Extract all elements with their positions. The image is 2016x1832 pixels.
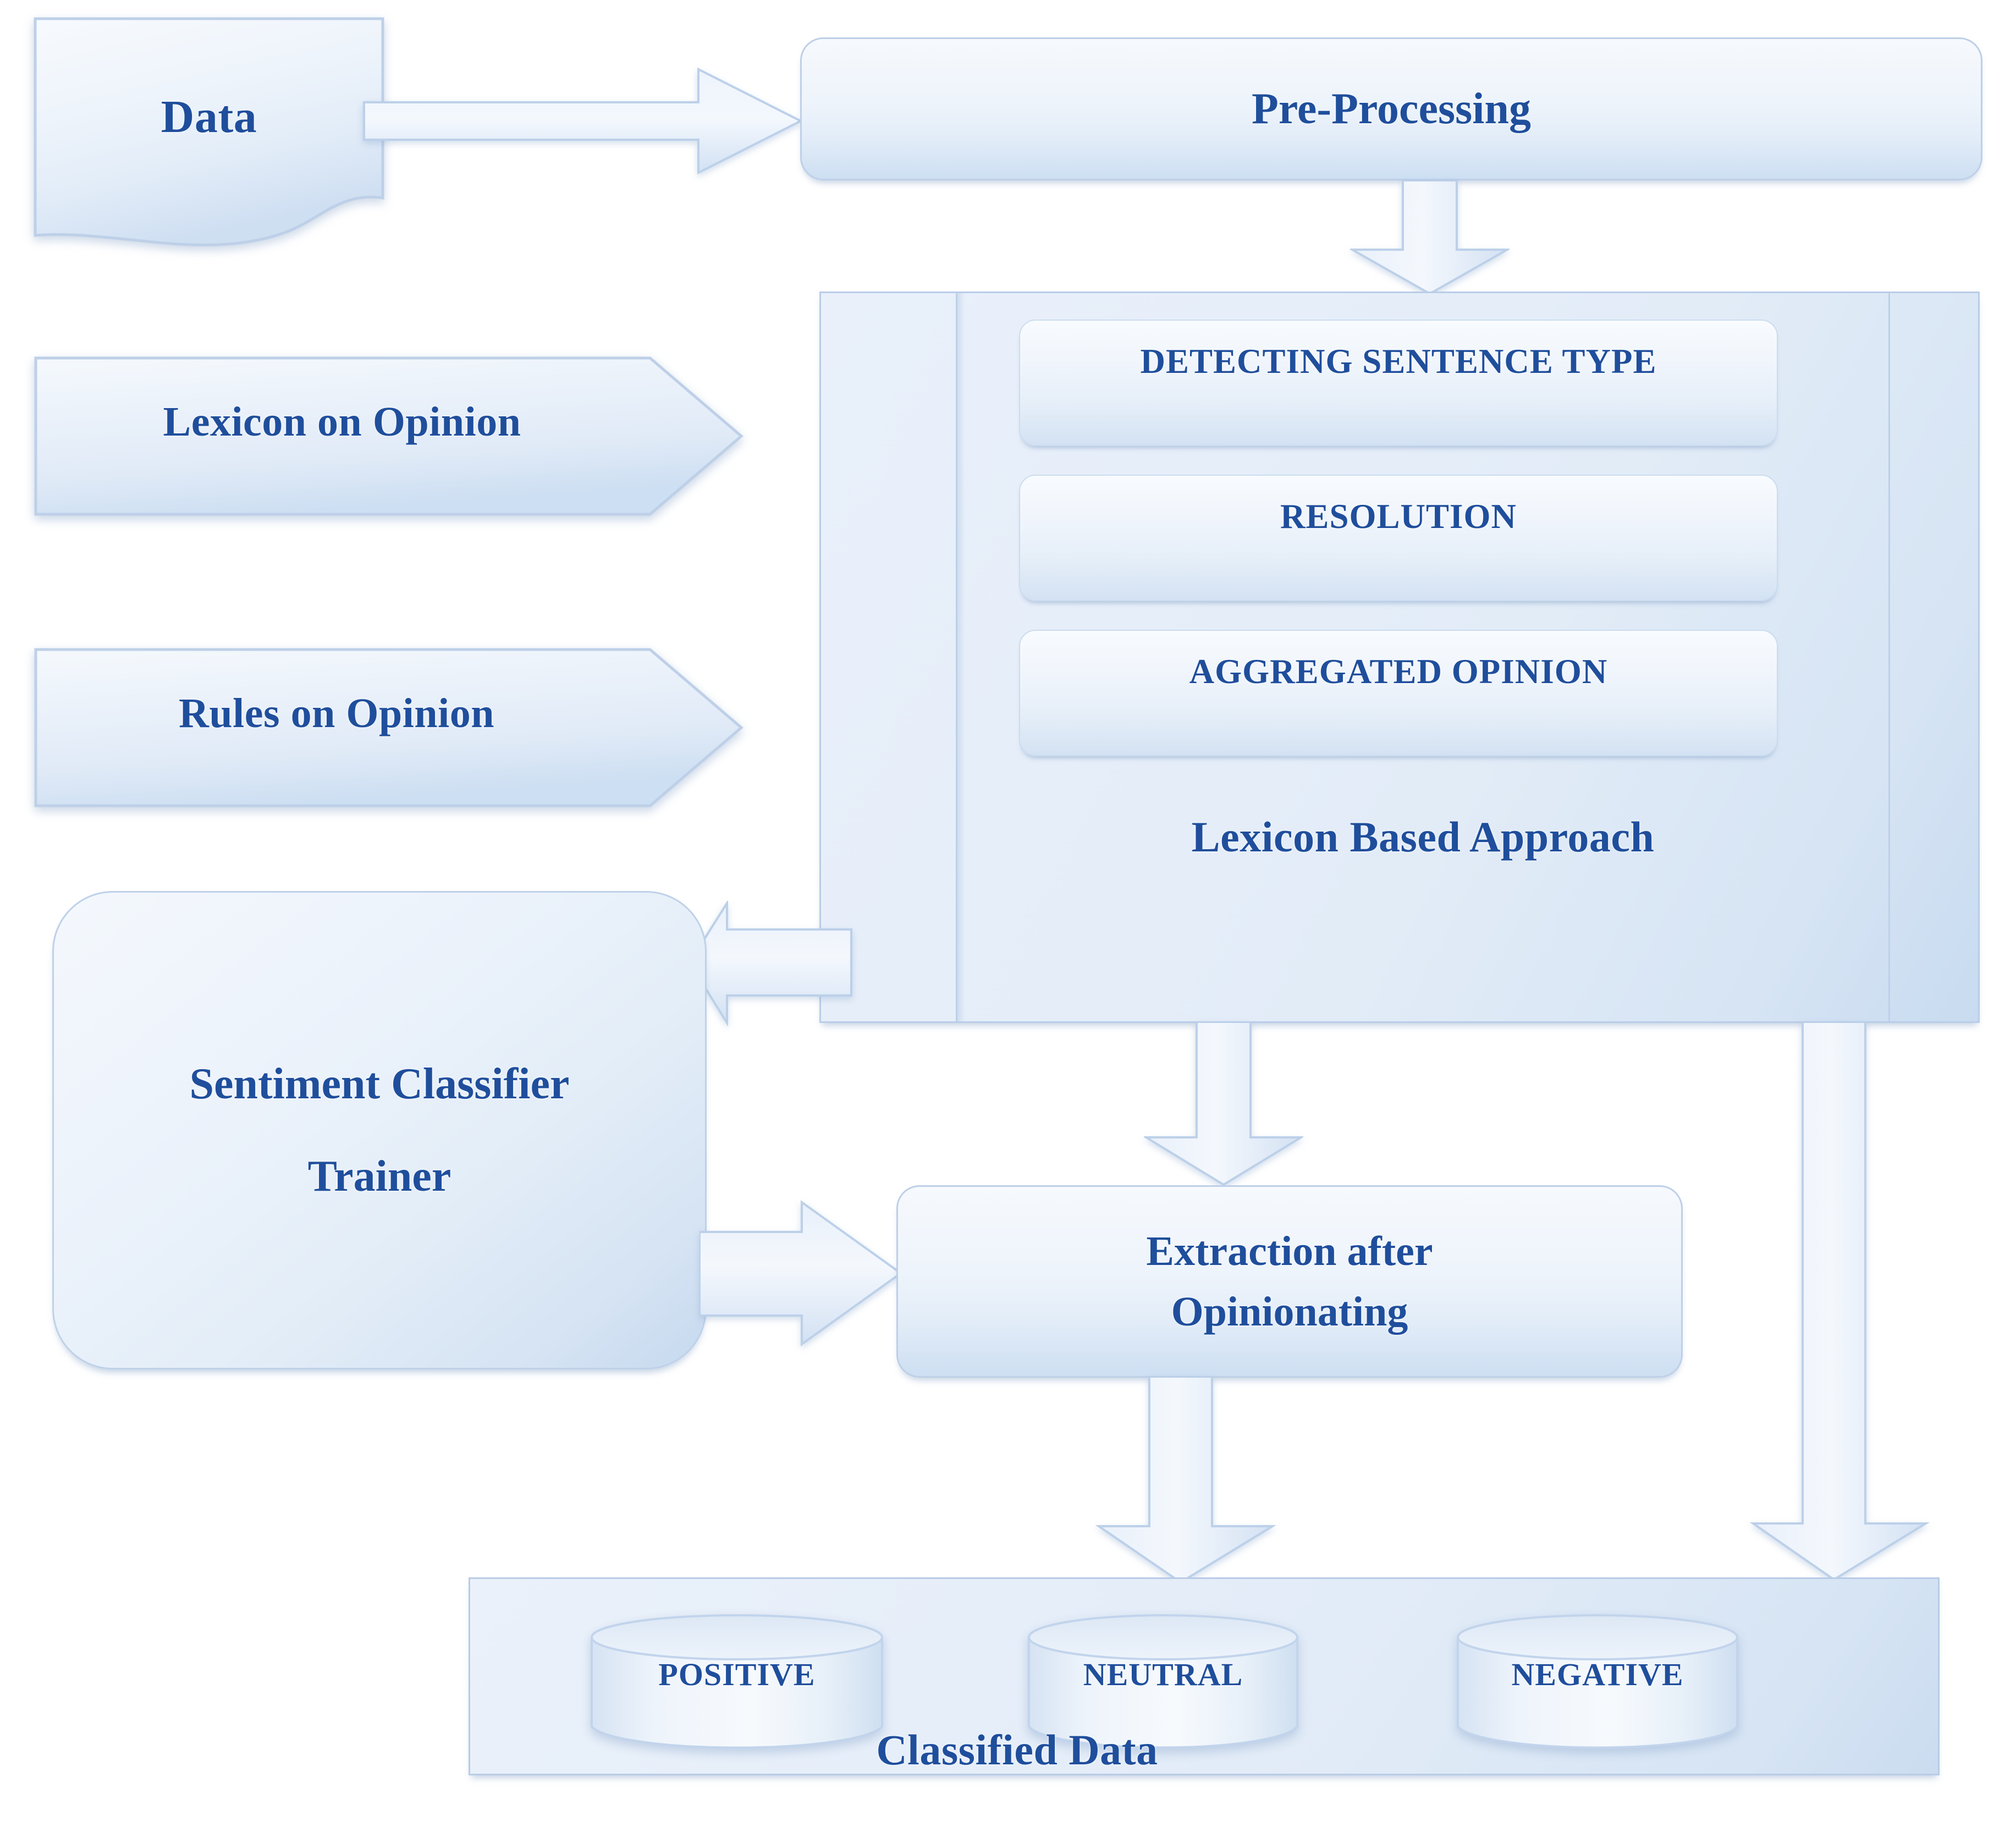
store-negative-label: NEGATIVE	[1511, 1657, 1684, 1692]
store-neutral[interactable]: NEUTRAL	[1026, 1613, 1301, 1751]
connector-data-to-preprocessing	[363, 66, 803, 176]
node-detecting-sentence-type[interactable]: DETECTING SENTENCE TYPE	[1019, 320, 1778, 446]
store-negative[interactable]: NEGATIVE	[1455, 1613, 1740, 1751]
document-shape-icon	[34, 17, 384, 246]
node-classified-data[interactable]: POSITIVE NEUTRAL NEGATIVE Classified Dat…	[469, 1577, 1940, 1775]
node-aggregated-opinion[interactable]: AGGREGATED OPINION	[1019, 630, 1778, 756]
node-lexicon-on-opinion[interactable]: Lexicon on Opinion	[34, 356, 743, 516]
node-rules-on-opinion[interactable]: Rules on Opinion	[34, 648, 743, 807]
node-data-label: Data	[161, 91, 257, 142]
connector-lexicon-to-classified-data	[1749, 1021, 1930, 1583]
node-extraction-after-opinionating-label: Extraction after Opinionating	[1146, 1228, 1433, 1335]
node-resolution[interactable]: RESOLUTION	[1019, 475, 1778, 601]
container-edge-shadow	[957, 293, 965, 1021]
pentagon-arrow-shape-icon	[34, 356, 743, 516]
node-sentiment-classifier-trainer-label: Sentiment Classifier Trainer	[189, 1060, 570, 1201]
node-pre-processing[interactable]: Pre-Processing	[800, 37, 1982, 180]
connector-preprocessing-to-lexicon	[1348, 179, 1512, 296]
node-pre-processing-label: Pre-Processing	[1251, 85, 1531, 133]
connector-lexicon-to-extraction	[1142, 1021, 1306, 1187]
node-resolution-label: RESOLUTION	[1280, 497, 1517, 536]
cylinder-icon	[591, 1614, 883, 1749]
pentagon-arrow-shape-icon	[34, 648, 743, 807]
store-positive[interactable]: POSITIVE	[588, 1613, 885, 1751]
node-extraction-after-opinionating[interactable]: Extraction after Opinionating	[896, 1185, 1683, 1378]
node-lexicon-based-approach[interactable]: DETECTING SENTENCE TYPE RESOLUTION AGGRE…	[819, 291, 1980, 1023]
cylinder-icon	[1457, 1614, 1738, 1749]
connector-lexicon-to-sentiment-classifier	[687, 899, 852, 1027]
container-divider	[956, 293, 957, 1021]
node-sentiment-classifier-trainer[interactable]: Sentiment Classifier Trainer	[52, 891, 707, 1369]
store-neutral-label: NEUTRAL	[1083, 1657, 1243, 1692]
connector-extraction-to-classified-data	[1094, 1376, 1277, 1586]
connector-sentiment-classifier-to-extraction	[698, 1199, 903, 1347]
node-lexicon-based-approach-label: Lexicon Based Approach	[1191, 813, 1655, 861]
node-detecting-sentence-type-label: DETECTING SENTENCE TYPE	[1140, 342, 1657, 381]
node-data[interactable]: Data	[33, 16, 385, 247]
node-aggregated-opinion-label: AGGREGATED OPINION	[1189, 652, 1608, 691]
node-classified-data-label: Classified Data	[876, 1726, 1158, 1774]
container-divider-right	[1888, 293, 1890, 1021]
cylinder-icon	[1028, 1614, 1298, 1749]
store-positive-label: POSITIVE	[658, 1657, 816, 1692]
node-lexicon-on-opinion-label: Lexicon on Opinion	[163, 399, 521, 445]
node-rules-on-opinion-label: Rules on Opinion	[179, 690, 494, 736]
